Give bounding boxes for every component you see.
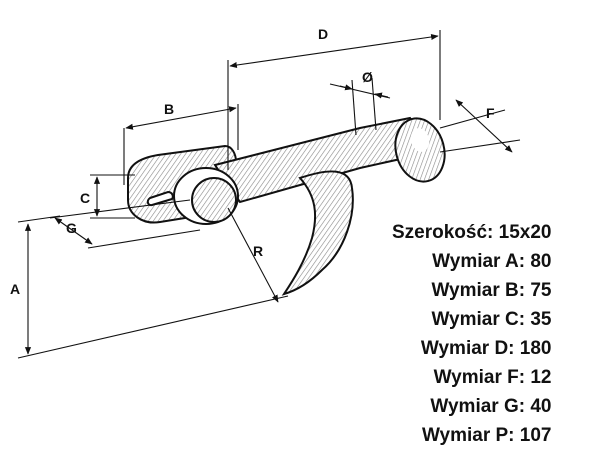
spec-value: 15x20 (498, 222, 552, 243)
spec-label: Szerokość: (392, 222, 494, 243)
spec-label: Wymiar A: (432, 251, 526, 272)
dim-line-b (125, 106, 237, 130)
spec-row: Wymiar P: 107 (392, 421, 552, 450)
back-knob-highlight (410, 128, 430, 152)
dim-label-g: G (66, 220, 77, 236)
dim-label-c: C (80, 190, 90, 206)
spec-label: Wymiar D: (420, 338, 515, 359)
hinge-pin (146, 190, 174, 207)
spec-label: Wymiar G: (430, 396, 526, 417)
spec-label: Wymiar P: (421, 425, 515, 446)
dim-label-d: D (318, 26, 328, 42)
handle-body (127, 116, 446, 296)
dim-line-g (54, 217, 93, 245)
spec-value: 80 (530, 251, 552, 272)
spec-label: Wymiar C: (431, 309, 526, 330)
spec-value: 35 (530, 309, 552, 330)
dim-label-b: B (164, 101, 174, 117)
front-knob-inner (191, 177, 237, 223)
spec-row: Wymiar A: 80 (392, 247, 552, 276)
spec-value: 180 (519, 338, 552, 359)
spec-value: 40 (530, 396, 552, 417)
dim-label-diameter: Ø (362, 69, 373, 85)
dim-line-f (455, 99, 513, 153)
dim-line-r (227, 207, 279, 303)
spec-row: Wymiar D: 180 (392, 334, 552, 363)
spec-value: 12 (530, 367, 552, 388)
spec-row: Wymiar G: 40 (392, 392, 552, 421)
spec-value: 107 (519, 425, 552, 446)
spec-list: Szerokość: 15x20 Wymiar A: 80 Wymiar B: … (392, 218, 552, 450)
spec-row: Wymiar B: 75 (392, 276, 552, 305)
dim-label-f: F (486, 105, 495, 121)
spec-row: Szerokość: 15x20 (392, 218, 552, 247)
dim-line-d (229, 33, 439, 69)
spec-row: Wymiar F: 12 (392, 363, 552, 392)
spec-value: 75 (530, 280, 552, 301)
curved-lever (281, 170, 354, 296)
spec-label: Wymiar F: (433, 367, 526, 388)
dimension-lines (17, 30, 521, 359)
spec-row: Wymiar C: 35 (392, 305, 552, 334)
dim-label-a: A (10, 281, 20, 297)
dim-label-r: R (253, 243, 263, 259)
spec-label: Wymiar B: (431, 280, 526, 301)
